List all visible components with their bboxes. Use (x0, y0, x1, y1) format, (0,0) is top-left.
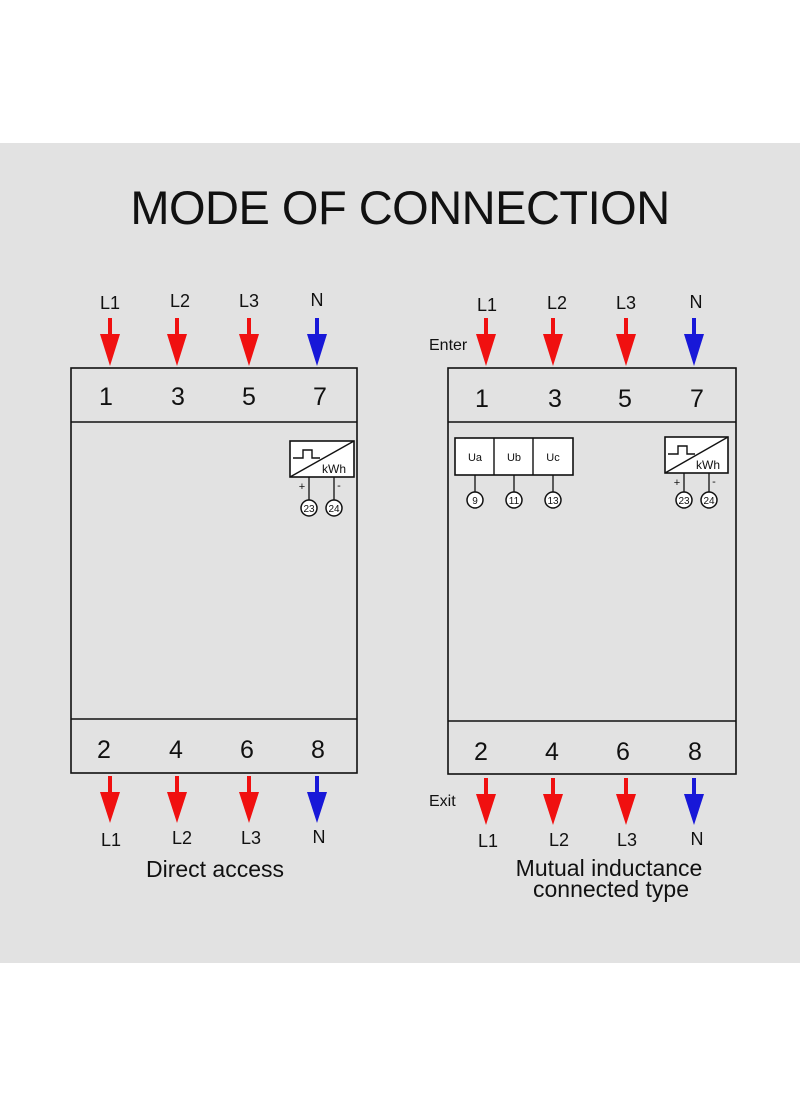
pulse-plus-sign: + (299, 481, 305, 493)
terminal-5: 5 (242, 383, 256, 411)
pulse-unit-label: kWh (696, 458, 720, 472)
pulse-plus-sign: + (674, 477, 680, 489)
line-label-l3-out: L3 (241, 828, 261, 848)
mutual-top-arrows (476, 318, 704, 366)
mutual-bottom-line-labels: L1 L2 L3 N (478, 829, 704, 851)
direct-access-meter: L1 L2 L3 N 1 3 5 7 2 4 6 8 kWh (70, 290, 358, 882)
line-label-l2-out: L2 (172, 828, 192, 848)
direct-bottom-line-labels: L1 L2 L3 N (101, 827, 326, 850)
terminal-6: 6 (240, 736, 254, 764)
terminal-1: 1 (99, 383, 113, 411)
terminal-5: 5 (618, 385, 632, 413)
direct-meter-body (70, 367, 358, 774)
terminal-23-circle (300, 499, 318, 517)
pulse-minus-sign: - (337, 480, 341, 492)
mutual-pulse-output: kWh + - 23 24 (664, 436, 729, 509)
direct-top-arrows (100, 318, 327, 366)
mutual-caption-line1: Mutual inductance (516, 855, 703, 881)
background-panel (0, 143, 800, 963)
voltage-input-ua: Ua (468, 452, 483, 464)
direct-caption: Direct access (146, 856, 284, 882)
line-label-l3: L3 (616, 293, 636, 313)
line-label-l3: L3 (239, 291, 259, 311)
terminal-7: 7 (690, 385, 704, 413)
terminal-24-circle (700, 491, 718, 509)
line-label-n: N (311, 290, 324, 310)
direct-top-terminals: 1 3 5 7 (99, 383, 327, 411)
terminal-11-circle (505, 491, 523, 509)
terminal-23-label: 23 (678, 496, 690, 507)
enter-label: Enter (429, 337, 468, 354)
pulse-unit-label: kWh (322, 462, 346, 476)
page-title: MODE OF CONNECTION (130, 181, 670, 234)
arrow-l3-in (616, 318, 636, 366)
terminal-23-label: 23 (303, 504, 315, 515)
terminal-3: 3 (171, 383, 185, 411)
terminal-23-circle (675, 491, 693, 509)
line-label-l2: L2 (170, 291, 190, 311)
line-label-n-out: N (313, 827, 326, 847)
arrow-l1-in (100, 318, 120, 366)
arrow-l2-out (167, 776, 187, 823)
terminal-13-label: 13 (547, 496, 559, 507)
mutual-bottom-arrows (476, 778, 704, 825)
line-label-l1: L1 (477, 295, 497, 315)
terminal-24-circle (325, 499, 343, 517)
terminal-24-label: 24 (328, 504, 340, 515)
line-label-l1-out: L1 (101, 830, 121, 850)
arrow-l3-in (239, 318, 259, 366)
terminal-9-label: 9 (472, 496, 478, 507)
arrow-l1-out (100, 776, 120, 823)
arrow-n-out (307, 776, 327, 823)
direct-pulse-output: kWh + - 23 24 (289, 440, 355, 517)
terminal-8: 8 (311, 736, 325, 764)
voltage-input-uc: Uc (546, 452, 560, 464)
line-label-n-out: N (691, 829, 704, 849)
terminal-2: 2 (474, 738, 488, 766)
voltage-input-ub: Ub (507, 452, 521, 464)
arrow-l1-in (476, 318, 496, 366)
direct-top-line-labels: L1 L2 L3 N (100, 290, 324, 313)
mutual-caption-line2: connected type (533, 876, 689, 902)
line-label-l2: L2 (547, 293, 567, 313)
terminal-11-label: 11 (509, 496, 520, 507)
arrow-l2-in (167, 318, 187, 366)
pulse-minus-sign: - (712, 476, 716, 488)
arrow-l1-out (476, 778, 496, 825)
terminal-1: 1 (475, 385, 489, 413)
mutual-meter-body (447, 367, 737, 775)
terminal-2: 2 (97, 736, 111, 764)
arrow-n-in (307, 318, 327, 366)
terminal-8: 8 (688, 738, 702, 766)
mutual-top-line-labels: L1 L2 L3 N (477, 292, 703, 315)
direct-bottom-terminals: 2 4 6 8 (97, 736, 325, 764)
mutual-bottom-terminals: 2 4 6 8 (474, 738, 702, 766)
terminal-4: 4 (545, 738, 559, 766)
arrow-l2-in (543, 318, 563, 366)
arrow-n-in (684, 318, 704, 366)
terminal-7: 7 (313, 383, 327, 411)
arrow-l3-out (616, 778, 636, 825)
direct-bottom-arrows (100, 776, 327, 823)
terminal-9-circle (466, 491, 484, 509)
arrow-n-out (684, 778, 704, 825)
terminal-13-circle (544, 491, 562, 509)
line-label-l2-out: L2 (549, 830, 569, 850)
terminal-4: 4 (169, 736, 183, 764)
voltage-input-block: Ua Ub Uc 9 11 13 (454, 437, 574, 509)
terminal-24-label: 24 (703, 496, 715, 507)
terminal-3: 3 (548, 385, 562, 413)
line-label-l3-out: L3 (617, 830, 637, 850)
exit-label: Exit (429, 793, 456, 810)
line-label-l1: L1 (100, 293, 120, 313)
arrow-l2-out (543, 778, 563, 825)
arrow-l3-out (239, 776, 259, 823)
terminal-6: 6 (616, 738, 630, 766)
line-label-n: N (690, 292, 703, 312)
mutual-top-terminals: 1 3 5 7 (475, 385, 704, 413)
line-label-l1-out: L1 (478, 831, 498, 851)
mutual-inductance-meter: Enter Exit L1 L2 L3 N (429, 292, 737, 902)
